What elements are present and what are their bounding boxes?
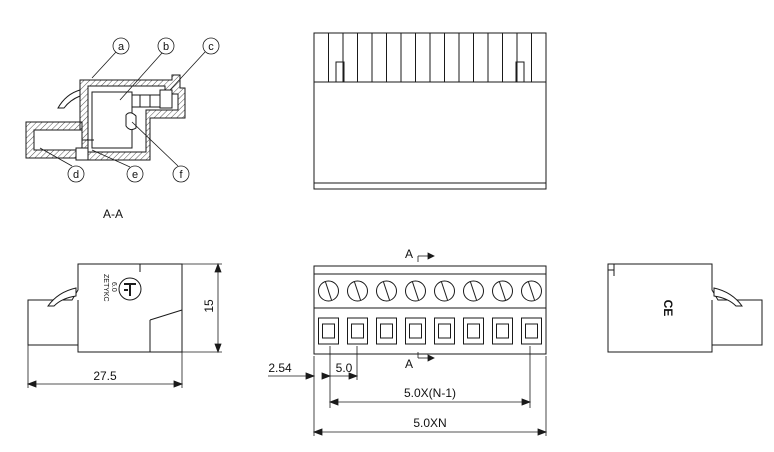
section-marker-top-label: A	[405, 247, 413, 261]
callout-label-e: e	[132, 169, 138, 181]
screw-head	[521, 280, 542, 302]
wire-socket-inner	[496, 323, 509, 339]
dim-offset-label: 2.54	[268, 361, 292, 375]
wire-socket-inner	[351, 323, 364, 339]
callout-label-a: a	[118, 41, 125, 53]
right-view	[607, 263, 763, 353]
section-marker-top	[417, 252, 435, 262]
wire-socket	[318, 317, 339, 345]
wire-socket-inner	[409, 323, 422, 339]
front-dimensions	[268, 346, 548, 436]
screw-slot	[441, 281, 448, 301]
callout-c	[202, 37, 220, 55]
screw-slot	[325, 281, 332, 301]
dim-inner-span-label: 5.0X(N-1)	[404, 386, 456, 400]
callout-label-c: c	[208, 41, 214, 53]
screw-head	[347, 280, 368, 302]
screw-slot	[354, 281, 361, 301]
callout-b	[157, 37, 175, 55]
section-view-a-a	[25, 74, 186, 161]
callouts	[39, 37, 220, 183]
callout-d	[67, 165, 85, 183]
wire-socket-inner	[467, 323, 480, 339]
section-marker-bottom	[417, 352, 435, 362]
brand-logo	[118, 277, 142, 301]
screw-head	[318, 280, 339, 302]
front-view	[313, 265, 547, 355]
callout-label-f: f	[179, 169, 183, 181]
wire-socket	[434, 317, 455, 345]
side-view	[27, 263, 183, 353]
wire-socket	[463, 317, 484, 345]
screw-slot	[383, 281, 390, 301]
callout-labels: a b c d e f	[73, 41, 214, 181]
wire-socket	[492, 317, 513, 345]
screw-head	[463, 280, 484, 302]
ce-mark: CE	[661, 300, 675, 317]
screw-slot	[499, 281, 506, 301]
dim-height	[182, 262, 222, 354]
callout-label-b: b	[163, 41, 169, 53]
wire-socket	[405, 317, 426, 345]
screw-slot	[528, 281, 535, 301]
dim-total-width-label: 5.0XN	[413, 416, 446, 430]
wire-socket-inner	[525, 323, 538, 339]
screw-head	[492, 280, 513, 302]
callout-e	[126, 165, 144, 183]
wire-socket-inner	[380, 323, 393, 339]
screw-slot	[412, 281, 419, 301]
dim-depth-label: 27.5	[93, 369, 117, 383]
section-marker-bottom-label: A	[405, 357, 413, 371]
wire-socket	[347, 317, 368, 345]
screw-slot	[470, 281, 477, 301]
screw-head	[405, 280, 426, 302]
version-text: 6.0	[110, 282, 117, 292]
wire-socket-inner	[322, 323, 335, 339]
dim-depth	[26, 345, 184, 388]
callout-label-d: d	[73, 169, 79, 181]
section-title: A-A	[103, 207, 123, 221]
wire-socket-inner	[438, 323, 451, 339]
dim-height-label: 15	[202, 299, 216, 313]
dim-pitch-label: 5.0	[336, 361, 353, 375]
screw-head	[434, 280, 455, 302]
callout-a	[112, 37, 130, 55]
wire-socket	[521, 317, 542, 345]
top-view	[313, 32, 547, 190]
wire-socket	[376, 317, 397, 345]
screw-head	[376, 280, 397, 302]
brand-text: ZETYKC	[102, 274, 109, 302]
callout-f	[172, 165, 190, 183]
